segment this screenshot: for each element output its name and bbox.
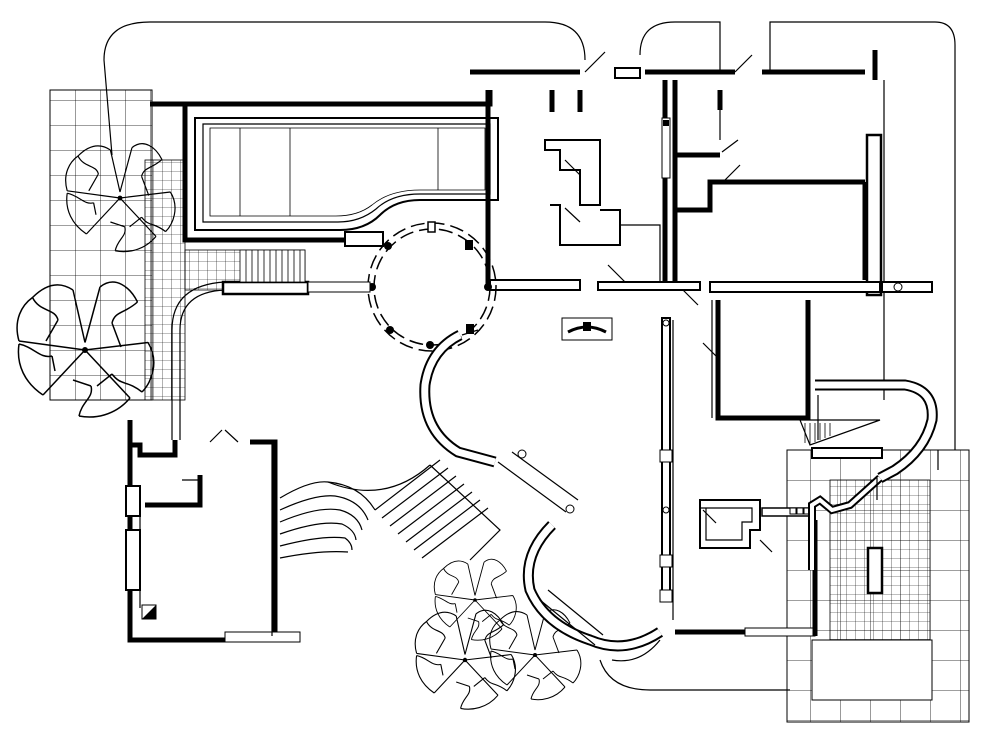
door-swing-icon <box>182 51 878 553</box>
column-icon <box>465 240 473 250</box>
interior-walls <box>489 80 933 620</box>
stair-icon <box>279 459 501 561</box>
east-curved-hall <box>808 379 938 595</box>
stair-icon <box>239 249 306 283</box>
stair-icon <box>799 419 881 446</box>
exterior-walls <box>150 50 885 400</box>
column-icon <box>466 324 474 334</box>
column-icon <box>426 341 434 349</box>
column-icon <box>386 326 394 334</box>
south-walls <box>675 499 818 637</box>
tree-icon <box>414 609 516 710</box>
tree-icon <box>489 609 582 701</box>
fireplace-icon <box>561 317 613 341</box>
gallery-wall <box>221 280 371 296</box>
west-wing <box>125 420 301 643</box>
swimming-pool <box>194 117 499 247</box>
tree-icon <box>433 558 517 641</box>
curved-walls <box>419 329 664 662</box>
rotunda <box>367 221 497 352</box>
column-icon <box>484 283 492 291</box>
column-icon <box>384 242 392 250</box>
